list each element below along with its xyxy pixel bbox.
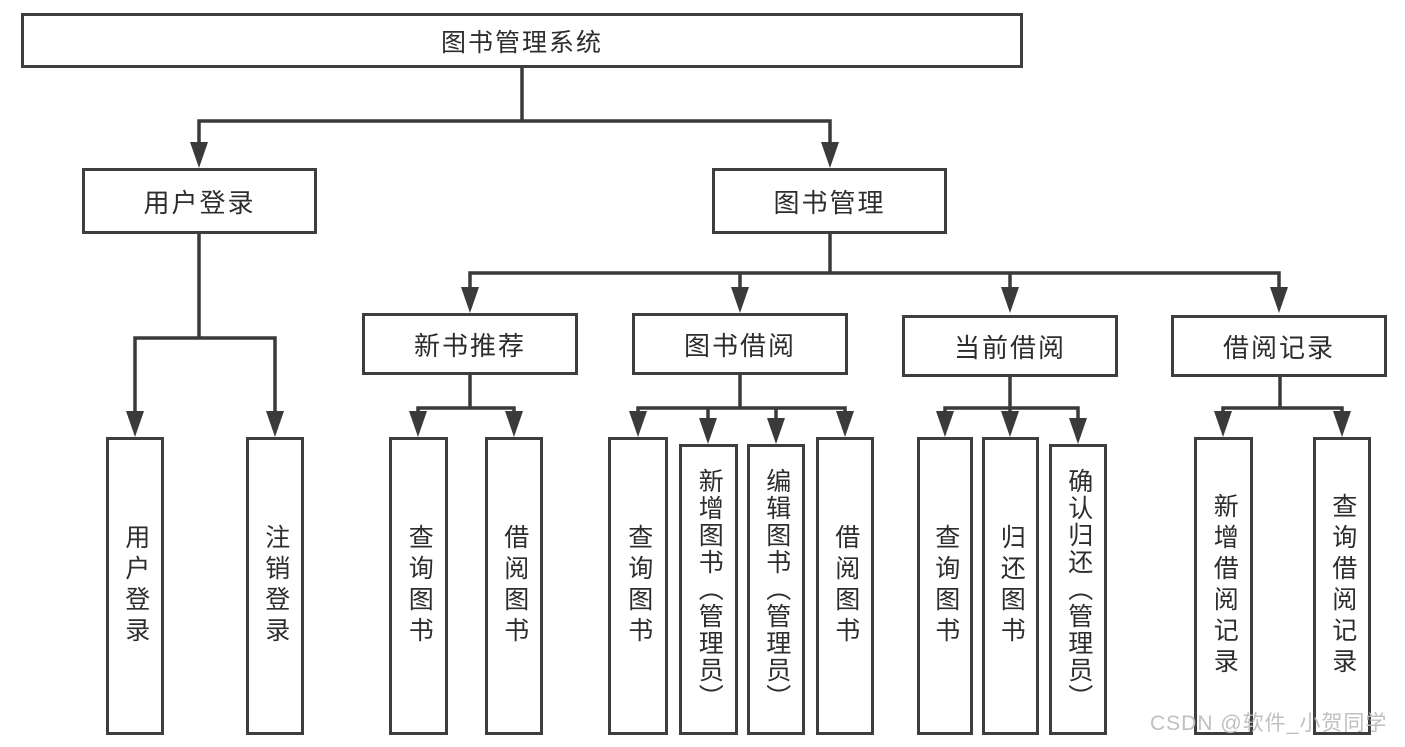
- leaf-return-books: 归还图书: [982, 437, 1039, 735]
- book-management-label: 图书管理: [773, 187, 886, 218]
- leaf-logout: 注销登录: [246, 437, 304, 735]
- new-book-recommend-label: 新书推荐: [413, 330, 526, 361]
- borrow-records-label: 借阅记录: [1222, 332, 1335, 363]
- node-book-borrow: 图书借阅: [632, 313, 848, 375]
- leaf-user-login-label: 用户登录: [121, 524, 150, 648]
- leaf-return-books-label: 归还图书: [997, 524, 1026, 648]
- node-current-borrow: 当前借阅: [902, 315, 1118, 377]
- leaf-query-books-1-label: 查询图书: [405, 524, 434, 648]
- root-label: 图书管理系统: [440, 28, 603, 57]
- leaf-edit-books-admin-label: 编辑图书（管理员）: [762, 468, 791, 711]
- leaf-query-books-1: 查询图书: [389, 437, 448, 735]
- leaf-query-borrow-record-label: 查询借阅记录: [1328, 493, 1357, 679]
- leaf-borrow-books-1-label: 借阅图书: [500, 524, 529, 648]
- leaf-add-books-admin: 新增图书（管理员）: [679, 444, 738, 735]
- node-new-book-recommend: 新书推荐: [362, 313, 578, 375]
- node-user-login: 用户登录: [82, 168, 317, 234]
- leaf-borrow-books-2: 借阅图书: [816, 437, 874, 735]
- leaf-query-books-2: 查询图书: [608, 437, 668, 735]
- leaf-query-borrow-record: 查询借阅记录: [1313, 437, 1371, 735]
- leaf-add-borrow-record: 新增借阅记录: [1194, 437, 1253, 735]
- leaf-query-books-3-label: 查询图书: [931, 524, 960, 648]
- book-borrow-label: 图书借阅: [683, 330, 796, 361]
- leaf-borrow-books-2-label: 借阅图书: [831, 524, 860, 648]
- current-borrow-label: 当前借阅: [953, 332, 1066, 363]
- arrowheads: [126, 142, 1351, 444]
- leaf-add-books-admin-label: 新增图书（管理员）: [695, 468, 724, 711]
- user-login-label: 用户登录: [143, 187, 256, 218]
- node-borrow-records: 借阅记录: [1171, 315, 1387, 377]
- node-book-management: 图书管理: [712, 168, 947, 234]
- leaf-borrow-books-1: 借阅图书: [485, 437, 543, 735]
- node-root: 图书管理系统: [21, 13, 1023, 68]
- leaf-confirm-return-admin-label: 确认归还（管理员）: [1064, 468, 1093, 711]
- leaf-query-books-2-label: 查询图书: [624, 524, 653, 648]
- leaf-logout-label: 注销登录: [261, 524, 290, 648]
- leaf-query-books-3: 查询图书: [917, 437, 973, 735]
- csdn-watermark: CSDN @软件_小贺同学: [1150, 712, 1388, 735]
- leaf-add-borrow-record-label: 新增借阅记录: [1210, 493, 1239, 679]
- leaf-confirm-return-admin: 确认归还（管理员）: [1049, 444, 1107, 735]
- leaf-user-login: 用户登录: [106, 437, 164, 735]
- leaf-edit-books-admin: 编辑图书（管理员）: [747, 444, 805, 735]
